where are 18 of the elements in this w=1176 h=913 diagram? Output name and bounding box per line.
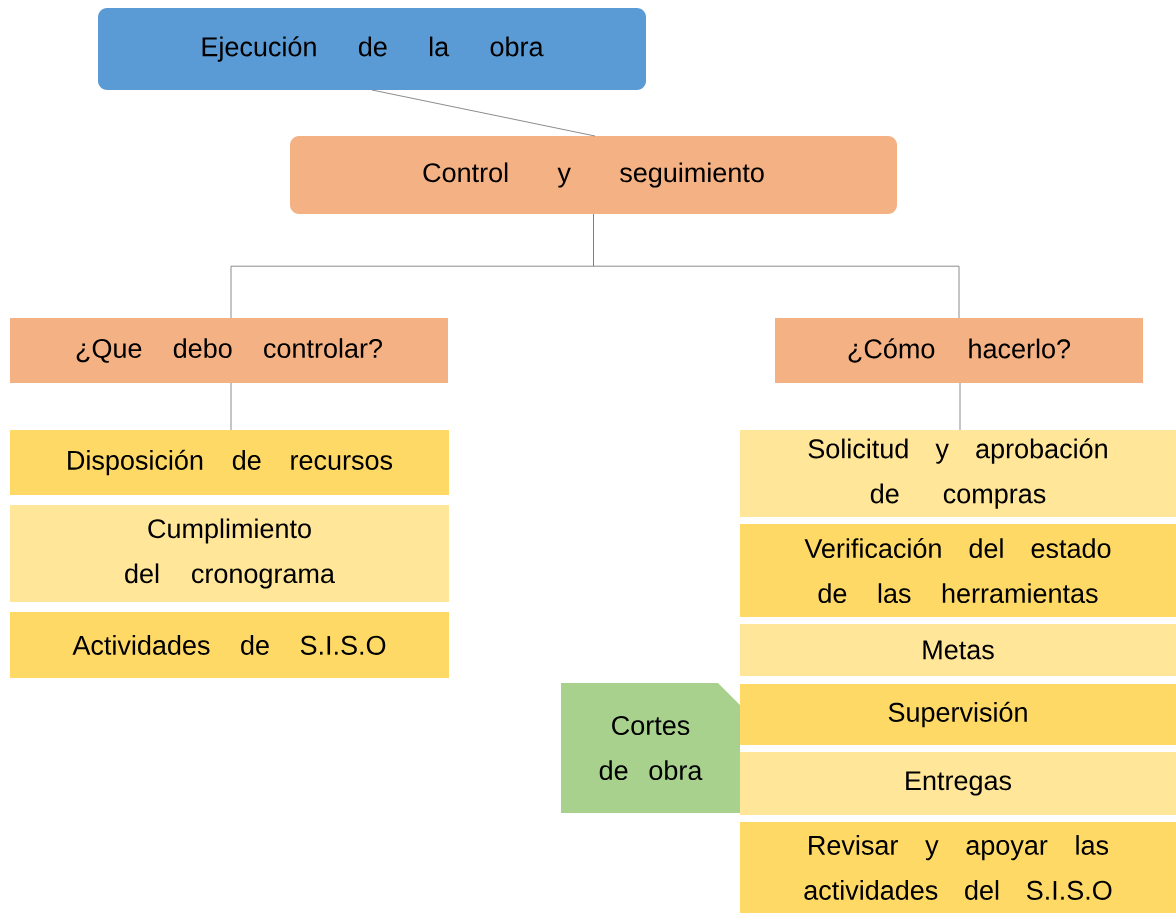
question-box: ¿Cómo hacerlo?: [775, 318, 1143, 383]
item-box: Actividades de S.I.S.O: [10, 612, 449, 678]
item-box: Verificación del estado de las herramientas: [740, 524, 1176, 617]
connector-line: [371, 89, 596, 137]
connector-line: [230, 382, 232, 431]
title-box: Ejecución de la obra: [98, 8, 646, 90]
item-box: Entregas: [740, 752, 1176, 815]
item-box: Disposición de recursos: [10, 430, 449, 495]
item-box: Solicitud y aprobación de compras: [740, 430, 1176, 517]
question-box: ¿Que debo controlar?: [10, 318, 448, 383]
item-box: Cumplimiento del cronograma: [10, 505, 449, 602]
item-box: Supervisión: [740, 684, 1176, 745]
item-box: Revisar y apoyar las actividades del S.I.S.O: [740, 822, 1176, 913]
connector-line: [959, 382, 961, 431]
item-box: Metas: [740, 624, 1176, 676]
snipped-tag: Cortes de obra: [561, 683, 740, 813]
process-box: Control y seguimiento: [290, 136, 897, 214]
connector-line: [593, 213, 960, 319]
